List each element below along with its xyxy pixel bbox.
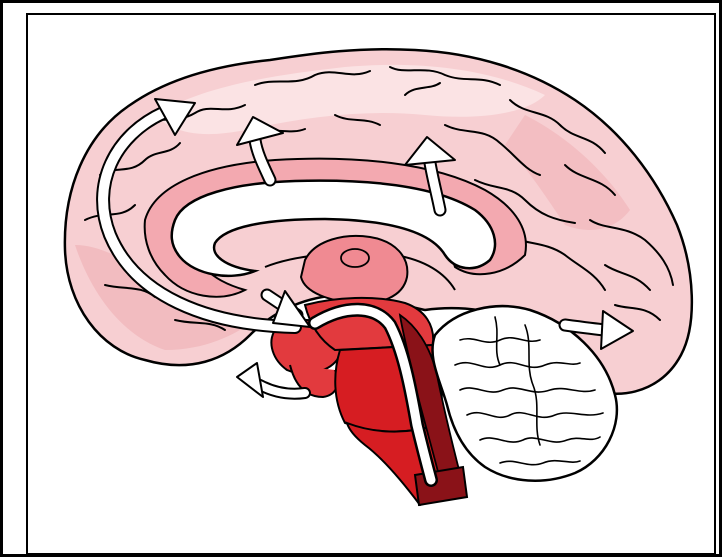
brain-diagram [28,15,716,555]
thalamus [301,236,407,303]
figure-inner-frame [26,13,716,555]
